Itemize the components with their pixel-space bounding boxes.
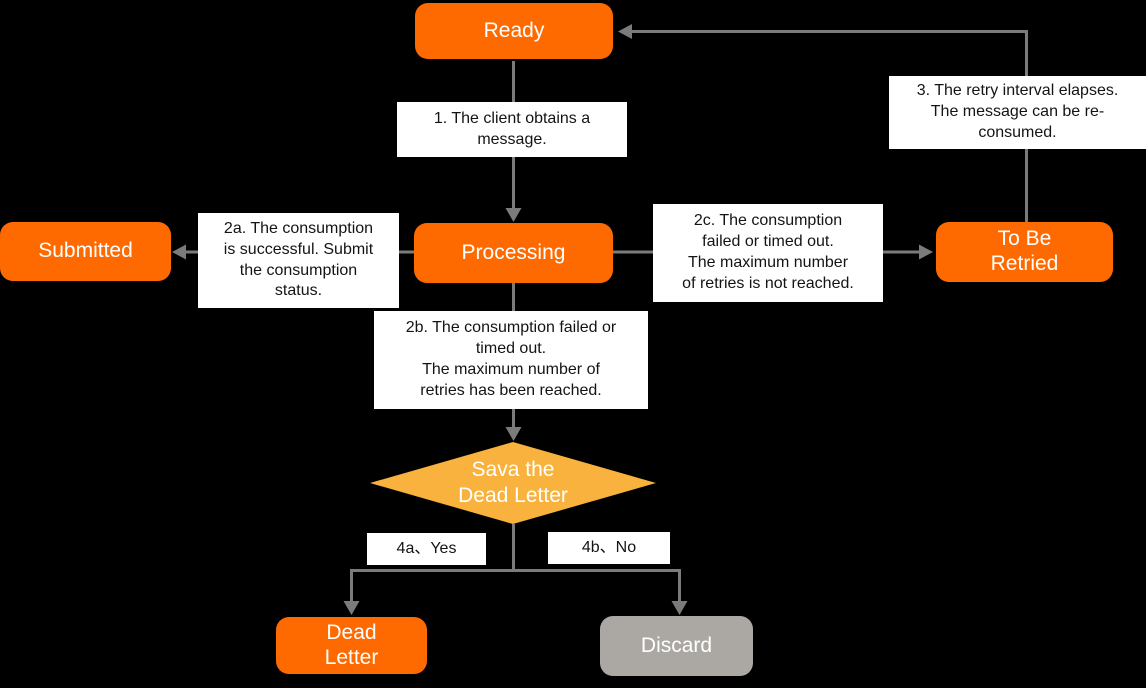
node-dead-letter: Dead Letter: [276, 617, 427, 674]
node-submitted: Submitted: [0, 222, 171, 281]
edge-label-step2a: 2a. The consumption is successful. Submi…: [198, 213, 399, 308]
connector-decision-branch: [343, 524, 688, 615]
edge-label-step3: 3. The retry interval elapses. The messa…: [889, 76, 1146, 149]
node-to-be-retried: To Be Retried: [936, 222, 1113, 282]
edge-label-step4b-no: 4b、No: [548, 532, 670, 564]
edge-label-step2c: 2c. The consumption failed or timed out.…: [653, 204, 883, 302]
edge-label-step4a-yes: 4a、Yes: [367, 533, 486, 565]
node-discard: Discard: [600, 616, 753, 676]
connector-retried-to-ready: [618, 24, 1028, 222]
node-processing: Processing: [414, 223, 613, 283]
edge-label-step1: 1. The client obtains a message.: [397, 102, 627, 157]
edge-label-step2b: 2b. The consumption failed or timed out.…: [374, 311, 648, 409]
node-ready: Ready: [415, 3, 613, 59]
